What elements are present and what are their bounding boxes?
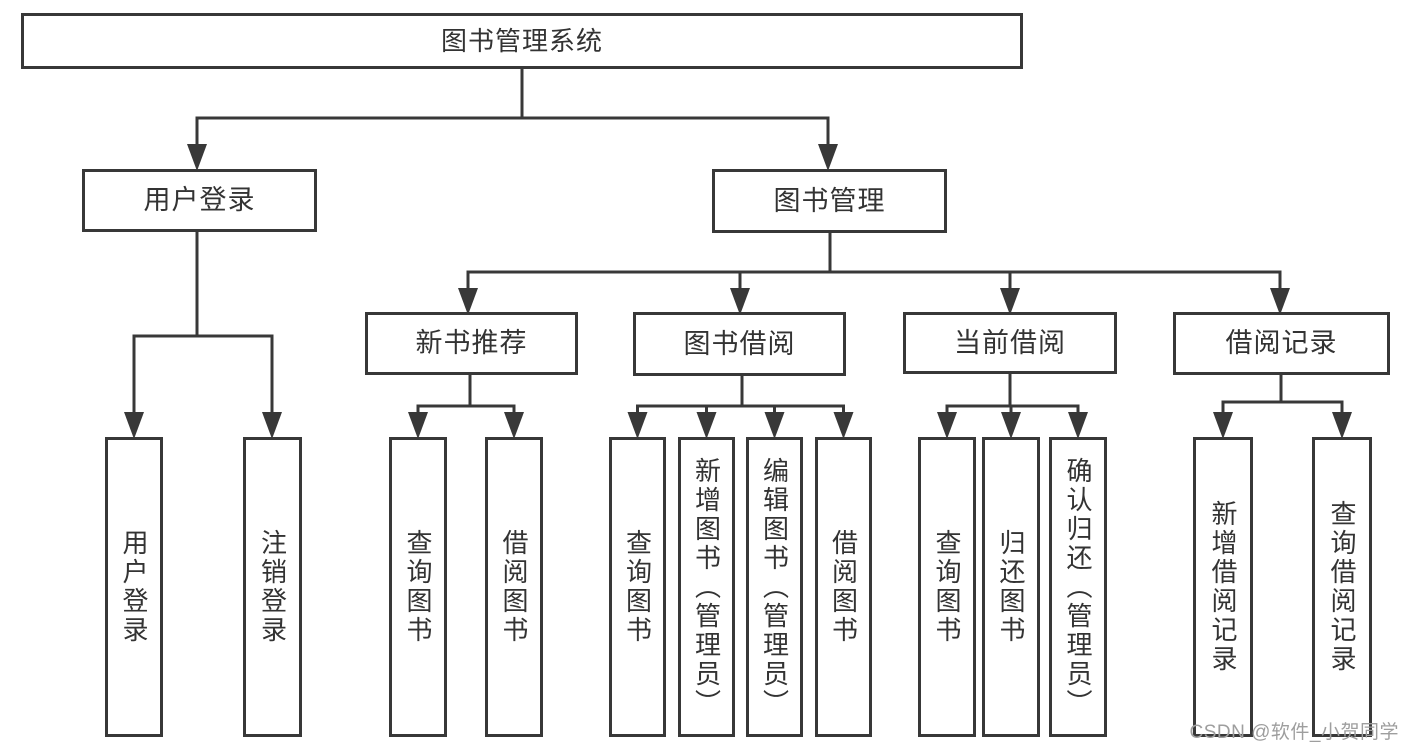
- connector-records-to-leaves: [1221, 373, 1344, 418]
- node-label: 查询图书: [403, 529, 433, 645]
- leaf-logout: 注销登录: [243, 437, 302, 737]
- node-book-borrow: 图书借阅: [633, 312, 846, 376]
- node-label: 确认归还（管理员）: [1063, 456, 1093, 718]
- node-label: 编辑图书（管理员）: [759, 456, 790, 718]
- leaf-query-books-borrow: 查询图书: [609, 437, 666, 737]
- down-arrow-icon: [764, 412, 785, 439]
- leaf-user-login: 用户登录: [105, 437, 163, 737]
- down-arrow-icon: [1332, 412, 1352, 439]
- down-arrow-icon: [187, 144, 207, 171]
- node-label: 借阅图书: [499, 529, 529, 645]
- down-arrow-icon: [730, 288, 750, 315]
- leaf-query-books-current: 查询图书: [918, 437, 976, 737]
- node-label: 新书推荐: [415, 328, 528, 358]
- connector-root-to-level2: [195, 66, 830, 150]
- down-arrow-icon: [833, 412, 854, 439]
- down-arrow-icon: [1000, 288, 1020, 315]
- connector-userlogin-to-leaves: [132, 230, 274, 418]
- node-current-borrow: 当前借阅: [903, 312, 1117, 374]
- leaf-query-books-recommend: 查询图书: [389, 437, 447, 737]
- node-label: 归还图书: [996, 529, 1026, 645]
- node-label: 注销登录: [257, 529, 288, 645]
- node-label: 图书借阅: [683, 328, 796, 359]
- leaf-add-books-admin: 新增图书（管理员）: [678, 437, 735, 737]
- leaf-borrow-books: 借阅图书: [815, 437, 872, 737]
- down-arrow-icon: [504, 412, 524, 439]
- node-label: 图书管理: [773, 185, 886, 216]
- leaf-edit-books-admin: 编辑图书（管理员）: [746, 437, 803, 737]
- node-label: 借阅记录: [1225, 328, 1338, 358]
- node-label: 新增借阅记录: [1208, 500, 1238, 674]
- leaf-borrow-books-recommend: 借阅图书: [485, 437, 543, 737]
- leaf-confirm-return-admin: 确认归还（管理员）: [1049, 437, 1107, 737]
- leaf-query-borrow-record: 查询借阅记录: [1312, 437, 1372, 737]
- node-label: 查询借阅记录: [1327, 500, 1357, 674]
- node-book-management: 图书管理: [712, 169, 947, 233]
- down-arrow-icon: [937, 412, 957, 439]
- down-arrow-icon: [262, 412, 282, 439]
- node-label: 用户登录: [119, 529, 149, 645]
- down-arrow-icon: [408, 412, 428, 439]
- node-label: 用户登录: [143, 185, 256, 215]
- node-label: 借阅图书: [828, 529, 859, 645]
- down-arrow-icon: [818, 144, 838, 171]
- leaf-return-books: 归还图书: [982, 437, 1040, 737]
- down-arrow-icon: [696, 412, 717, 439]
- csdn-watermark: CSDN @软件_小贺同学: [1189, 722, 1399, 743]
- connector-newbooks-to-leaves: [416, 373, 516, 418]
- node-borrow-records: 借阅记录: [1173, 312, 1390, 375]
- leaf-add-borrow-record: 新增借阅记录: [1193, 437, 1253, 737]
- connector-currentborrow-to-leaves: [945, 372, 1080, 418]
- connector-bookmgmt-to-level3: [466, 231, 1282, 294]
- node-new-book-recommend: 新书推荐: [365, 312, 578, 375]
- down-arrow-icon: [1270, 288, 1290, 315]
- down-arrow-icon: [1001, 412, 1021, 439]
- down-arrow-icon: [458, 288, 478, 315]
- node-label: 查询图书: [932, 529, 962, 645]
- connector-bookborrow-to-leaves: [636, 373, 845, 418]
- node-label: 图书管理系统: [440, 26, 603, 56]
- down-arrow-icon: [124, 412, 144, 439]
- node-label: 当前借阅: [954, 327, 1066, 358]
- down-arrow-icon: [627, 412, 648, 439]
- node-user-login: 用户登录: [82, 169, 317, 232]
- node-label: 查询图书: [622, 529, 653, 645]
- down-arrow-icon: [1213, 412, 1233, 439]
- node-label: 新增图书（管理员）: [691, 456, 722, 718]
- down-arrow-icon: [1068, 412, 1088, 439]
- node-root-system: 图书管理系统: [21, 13, 1023, 69]
